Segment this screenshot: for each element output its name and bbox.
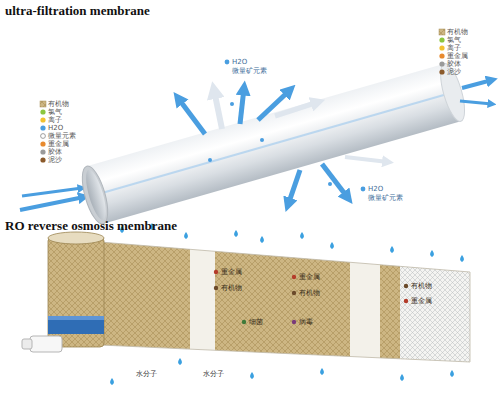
contaminant-label: 重金属 (221, 268, 242, 276)
impurity-label: 氯气 (48, 108, 62, 116)
contaminant-label: 细菌 (249, 318, 263, 326)
water-label: 微量矿元素 (232, 67, 267, 75)
impurity-label: 重金属 (48, 140, 69, 148)
contaminant-label: 有机物 (299, 289, 320, 297)
impurity-label: 胶体 (48, 148, 62, 156)
contaminant-label: 重金属 (411, 297, 432, 305)
contaminant-label: 重金属 (299, 273, 320, 281)
impurity-label: H2O (48, 124, 63, 132)
water-label: H2O (232, 58, 247, 66)
impurity-label: 离子 (48, 116, 62, 124)
contaminant-label: 病毒 (299, 318, 313, 326)
section-heading: ultra-filtration membrane (5, 4, 150, 19)
impurity-label: 微量元素 (48, 132, 76, 140)
water-label: 微量矿元素 (368, 194, 403, 202)
water-molecule-label: 水分子 (136, 370, 157, 378)
contaminant-label: 有机物 (411, 282, 432, 290)
impurity-label: 泥沙 (48, 156, 62, 164)
water-molecule-label: 水分子 (203, 370, 224, 378)
impurity-label: 离子 (447, 44, 461, 52)
impurity-label: 有机物 (447, 28, 468, 36)
impurity-label: 氯气 (447, 36, 461, 44)
section-heading: RO reverse osmosis membrane (5, 219, 177, 234)
ro-membrane (22, 223, 470, 385)
impurity-label: 重金属 (447, 52, 468, 60)
uf-tube (20, 61, 492, 226)
water-label: H2O (368, 185, 383, 193)
impurity-label: 泥沙 (447, 68, 461, 76)
contaminant-label: 有机物 (221, 284, 242, 292)
impurity-label: 胶体 (447, 60, 461, 68)
impurity-label: 有机物 (48, 100, 69, 108)
impurity-icons (40, 29, 445, 191)
